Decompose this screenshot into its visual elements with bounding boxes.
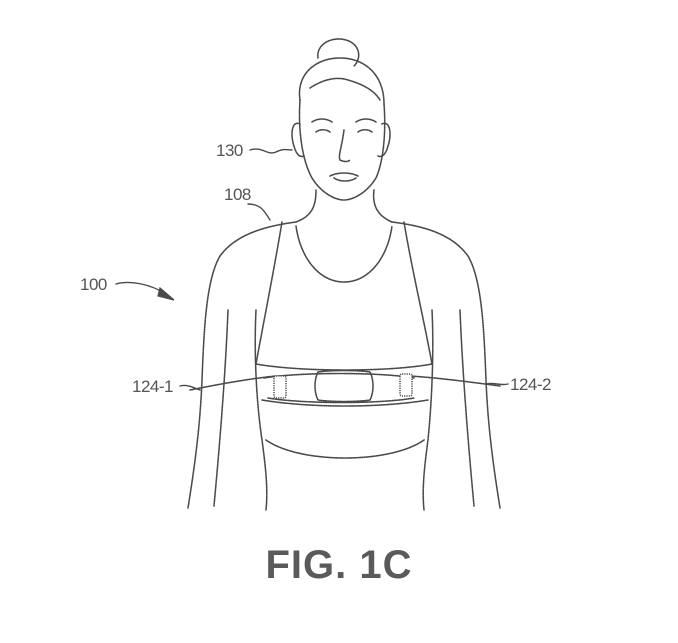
leader-130	[249, 148, 293, 154]
leader-124-1	[179, 384, 201, 391]
label-100: 100	[80, 275, 107, 294]
figure-caption: FIG. 1C	[265, 543, 412, 587]
strap-clasp-left	[273, 375, 287, 399]
label-124-2: 124-2	[510, 375, 551, 394]
person-head	[291, 38, 391, 201]
label-124-1: 124-1	[132, 377, 173, 396]
label-130: 130	[216, 141, 243, 160]
leader-108	[247, 203, 271, 221]
arrow-100	[115, 281, 175, 301]
person-neck	[295, 189, 393, 223]
chest-strap	[189, 369, 501, 404]
person-torso	[187, 221, 501, 511]
garment-top	[255, 221, 433, 407]
label-108: 108	[224, 185, 251, 204]
leader-124-2	[485, 382, 509, 386]
strap-clasp-right	[399, 373, 413, 397]
